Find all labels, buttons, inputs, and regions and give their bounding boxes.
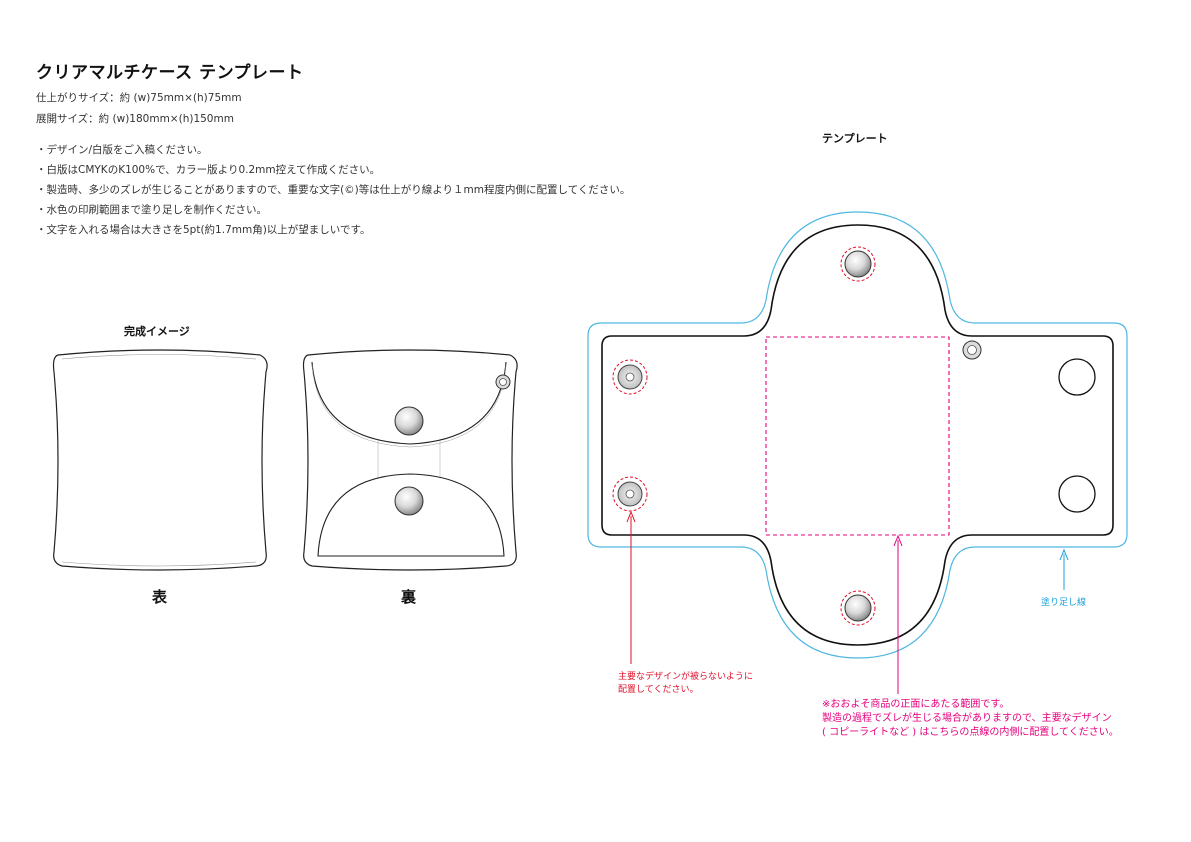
front-note-line1: ※おおよそ商品の正面にあたる範囲です。 xyxy=(822,699,1010,710)
page-title: クリアマルチケース テンプレート xyxy=(36,63,304,83)
snap-button-icon xyxy=(394,406,424,436)
note-item: ・白版はCMYKのK100%で、カラー版より0.2mm控えて作成ください。 xyxy=(36,164,381,176)
back-caption: 裏 xyxy=(401,588,417,606)
finished-size: 仕上がりサイズ：約 (w)75mm×(h)75mm xyxy=(36,92,242,104)
note-item: ・製造時、多少のズレが生じることがありますので、重要な文字(©)等は仕上がり線よ… xyxy=(36,184,631,196)
preview-label: 完成イメージ xyxy=(124,325,190,338)
note-item: ・文字を入れる場合は大きさを5pt(約1.7mm角)以上が望ましいです。 xyxy=(36,224,371,236)
trim-line xyxy=(601,224,1114,646)
snap-button-icon xyxy=(394,486,424,516)
note-item: ・デザイン/白版をご入稿ください。 xyxy=(36,144,208,156)
note-item: ・水色の印刷範囲まで塗り足しを制作ください。 xyxy=(36,204,267,216)
front-note-line3: ( コピーライトなど ) はこちらの点線の内側に配置してください。 xyxy=(822,727,1119,738)
hole-icon xyxy=(1058,358,1096,396)
front-caption: 表 xyxy=(152,588,168,606)
front-safe-area xyxy=(765,336,950,536)
hole-icon xyxy=(1058,475,1096,513)
bleed-label: 塗り足し線 xyxy=(1041,598,1087,608)
snap-note-line1: 主要なデザインが被らないように xyxy=(618,672,753,682)
snap-button-icon xyxy=(844,250,872,278)
unfolded-size: 展開サイズ：約 (w)180mm×(h)150mm xyxy=(36,113,234,125)
snap-note-line2: 配置してください。 xyxy=(618,685,699,695)
front-preview xyxy=(52,349,268,571)
snap-button-icon xyxy=(844,594,872,622)
back-preview xyxy=(302,349,518,571)
bleed-line xyxy=(587,211,1128,659)
template-label: テンプレート xyxy=(822,132,888,145)
front-note-line2: 製造の過程でズレが生じる場合がありますので、主要なデザイン xyxy=(822,713,1112,724)
template-diagram xyxy=(587,211,1128,694)
